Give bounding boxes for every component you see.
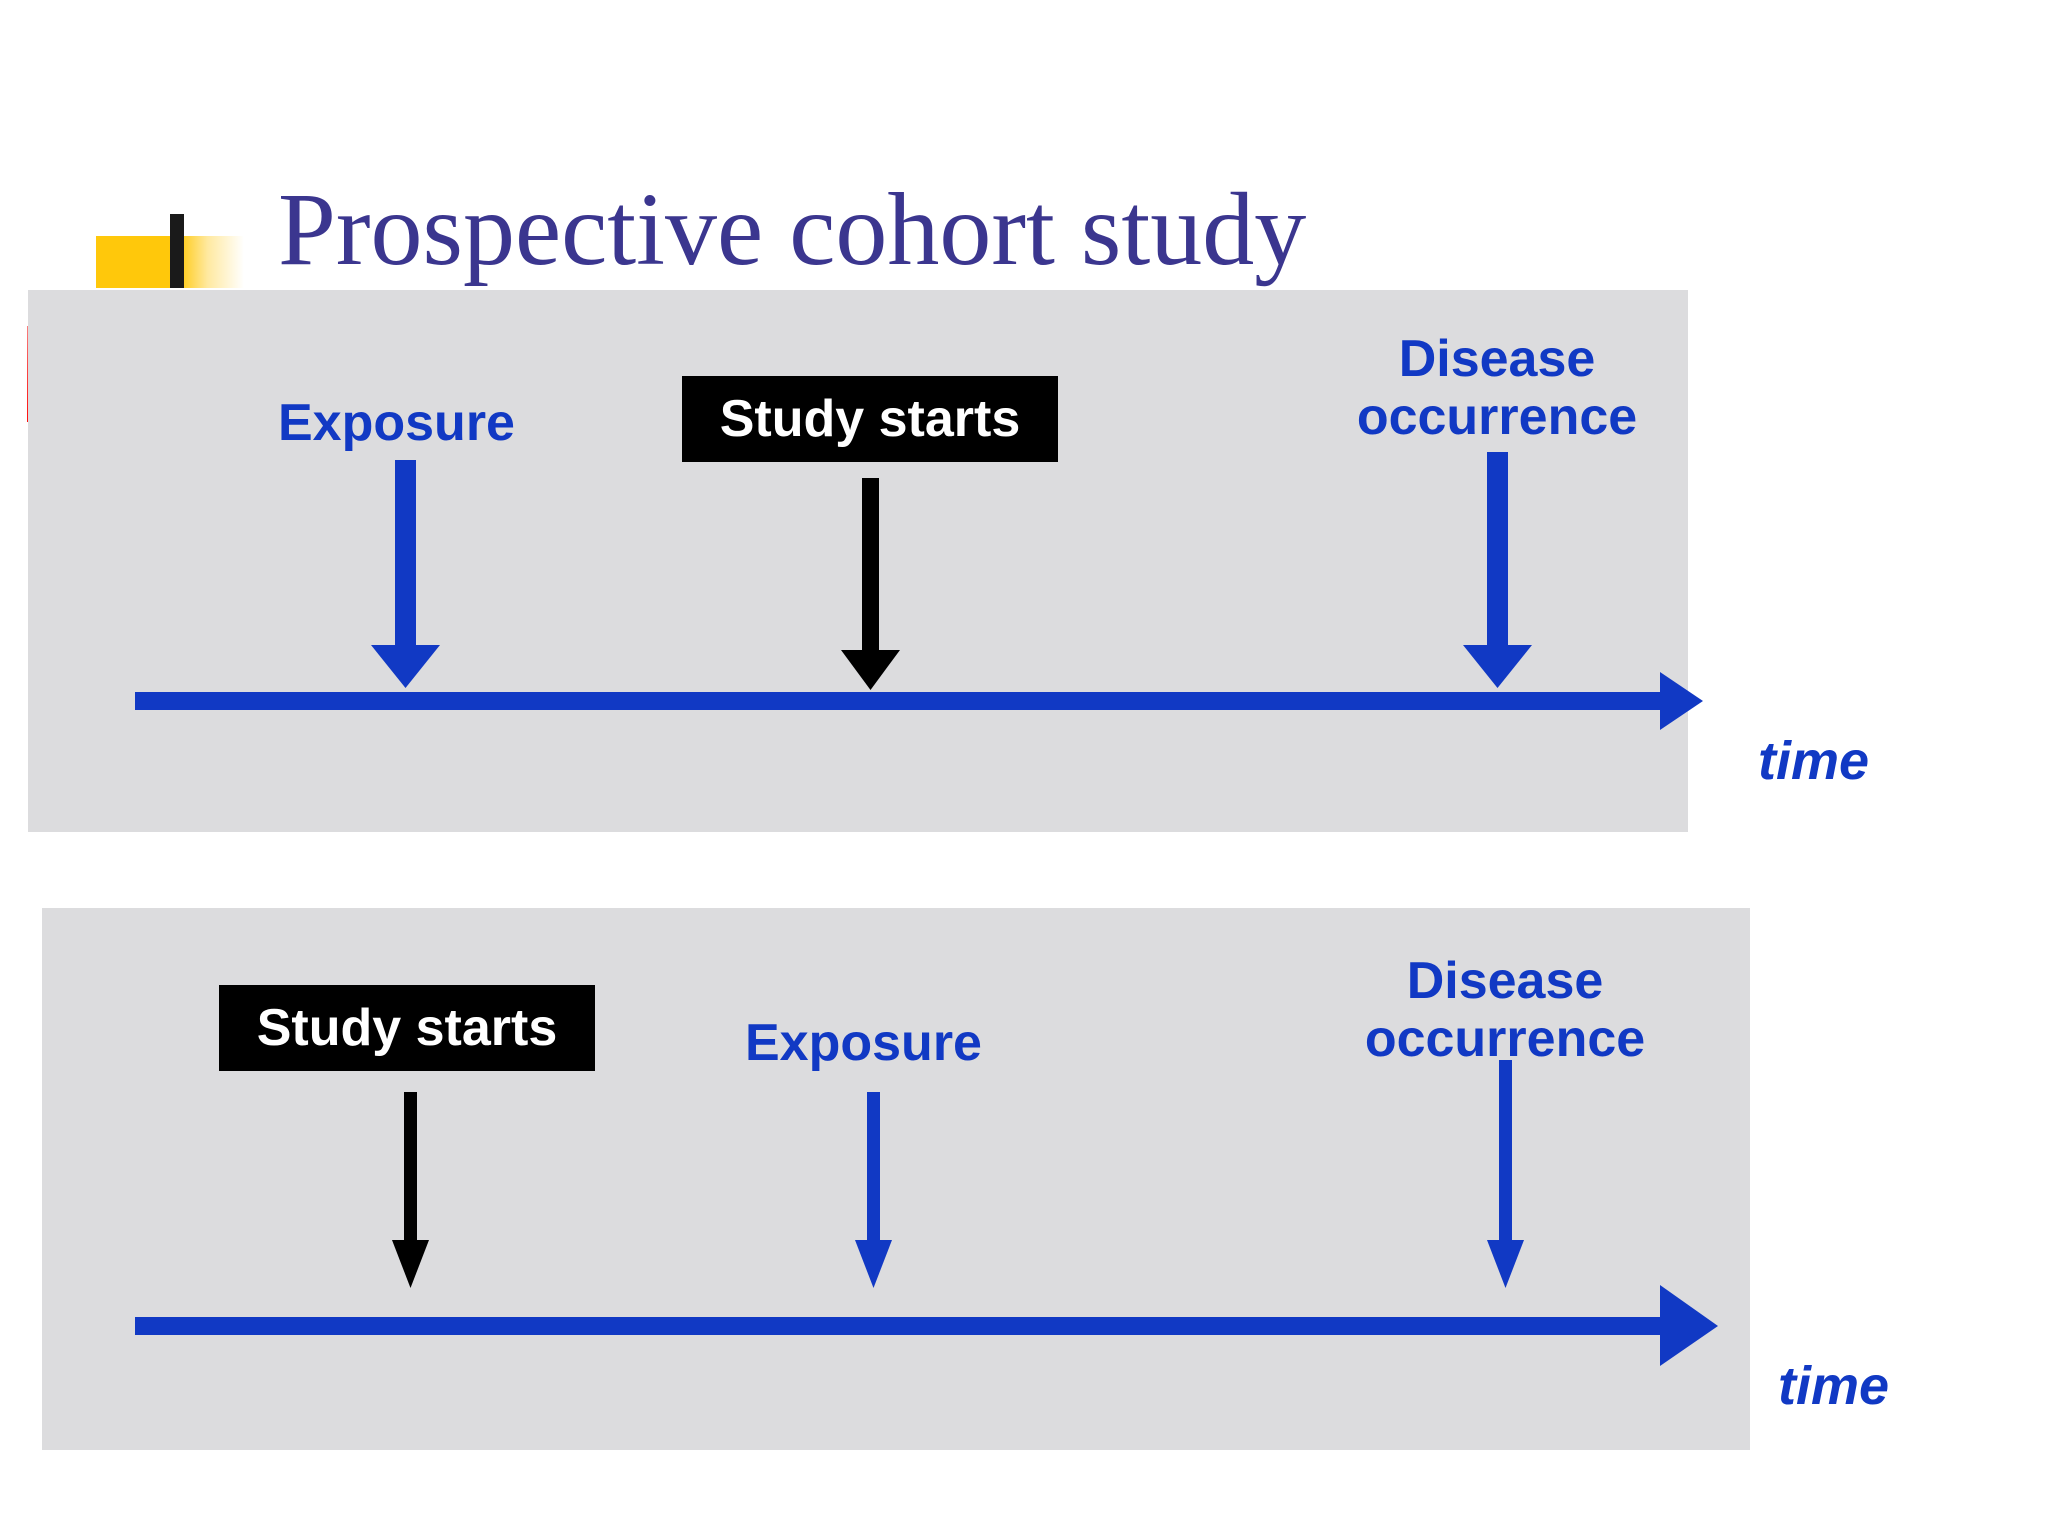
black-tick-icon xyxy=(170,214,184,288)
yellow-block-icon xyxy=(96,236,178,288)
marker-box-study-starts-bottom: Study starts xyxy=(219,985,595,1071)
marker-box-study-starts-top: Study starts xyxy=(682,376,1058,462)
marker-label-exposure-bottom: Exposure xyxy=(745,1014,982,1072)
yellow-gradient-block-icon xyxy=(178,236,244,288)
page-title: Prospective cohort study xyxy=(278,172,1307,287)
axis-label-time-bottom: time xyxy=(1778,1356,1890,1416)
marker-label-disease-occurrence-bottom: Disease occurrence xyxy=(1364,952,1646,1069)
marker-label-exposure-top: Exposure xyxy=(278,394,515,452)
marker-label-disease-occurrence-top: Disease occurrence xyxy=(1356,330,1638,447)
axis-label-time-top: time xyxy=(1758,731,1870,791)
title-bullet-decoration xyxy=(96,214,244,288)
